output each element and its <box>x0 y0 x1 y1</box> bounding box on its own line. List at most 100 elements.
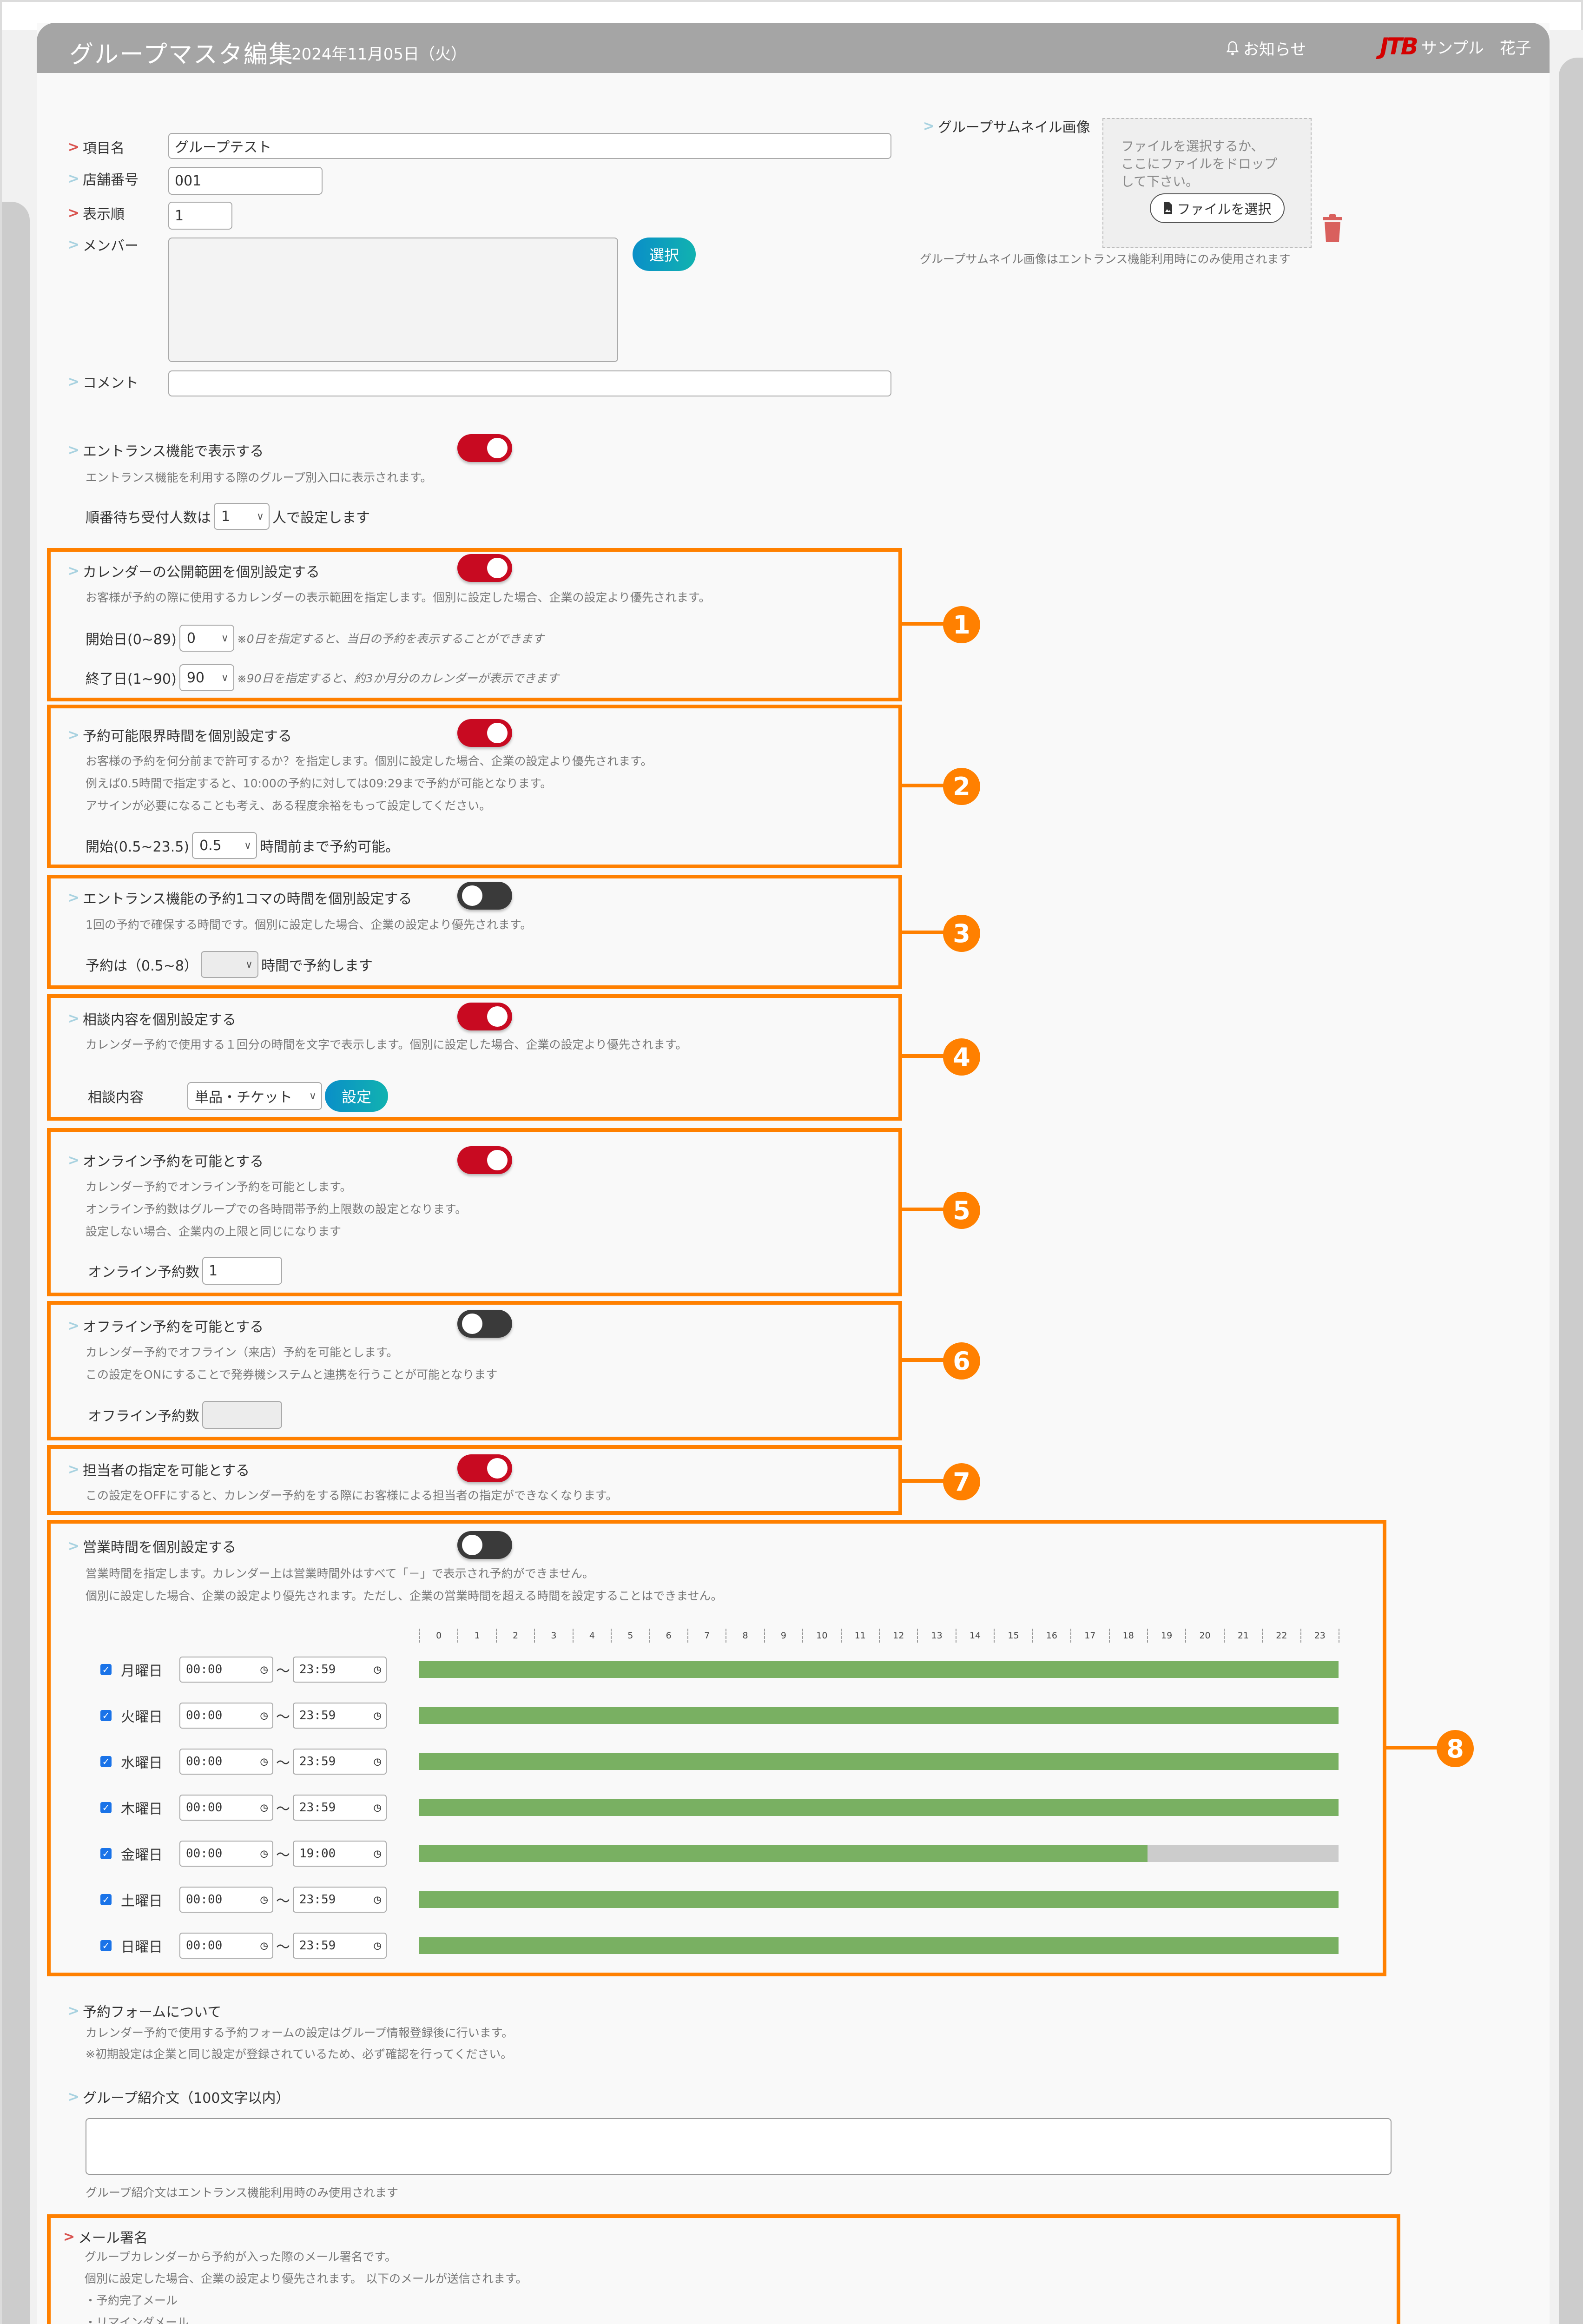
staff-designation-toggle[interactable] <box>457 1454 512 1482</box>
hour-tick: 15 <box>994 1629 1032 1643</box>
end-time-input[interactable]: 23:59◷ <box>293 1795 387 1821</box>
order-input[interactable]: 1 <box>168 202 232 230</box>
offline-booking-desc-2: この設定をONにすることで発券機システムと連携を行うことが可能となります <box>86 1368 498 1381</box>
calendar-range-toggle[interactable] <box>457 554 512 582</box>
entrance-toggle[interactable] <box>457 434 512 462</box>
intro-textarea[interactable] <box>86 2118 1392 2175</box>
intro-note: グループ紹介文はエントランス機能利用時のみ使用されます <box>86 2186 399 2199</box>
entrance-slot-toggle[interactable] <box>457 882 512 910</box>
start-time-input[interactable]: 00:00◷ <box>179 1795 273 1821</box>
day-checkbox[interactable]: ✓ <box>100 1710 112 1721</box>
day-checkbox[interactable]: ✓ <box>100 1894 112 1905</box>
start-time-input[interactable]: 00:00◷ <box>179 1887 273 1913</box>
end-time-input[interactable]: 23:59◷ <box>293 1657 387 1683</box>
comment-input[interactable] <box>168 370 891 396</box>
start-time-input[interactable]: 00:00◷ <box>179 1657 273 1683</box>
thumbnail-label: > グループサムネイル画像 <box>923 118 1090 136</box>
end-time-input[interactable]: 23:59◷ <box>293 1703 387 1729</box>
clock-icon: ◷ <box>374 1939 381 1953</box>
consultation-set-button[interactable]: 設定 <box>325 1080 388 1112</box>
business-hours-desc-1: 営業時間を指定します。カレンダー上は営業時間外はすべて「－」で表示され予約ができ… <box>86 1567 594 1580</box>
chevron-right-icon: > <box>68 889 80 906</box>
day-label: 土曜日 <box>121 1893 163 1909</box>
start-time-input[interactable]: 00:00◷ <box>179 1749 273 1775</box>
end-time-input[interactable]: 23:59◷ <box>293 1749 387 1775</box>
calendar-range-title: > カレンダーの公開範囲を個別設定する <box>68 562 320 581</box>
online-booking-count-input[interactable]: 1 <box>202 1257 282 1285</box>
start-time-input[interactable]: 00:00◷ <box>179 1933 273 1959</box>
online-booking-desc-2: オンライン予約数はグループでの各時間帯予約上限数の設定となります。 <box>86 1202 467 1216</box>
day-checkbox[interactable]: ✓ <box>100 1848 112 1859</box>
signature-mail-2: ・リマインダメール <box>85 2316 189 2324</box>
offline-booking-toggle[interactable] <box>457 1310 512 1338</box>
thumbnail-dropzone[interactable]: ファイルを選択するか、 ここにファイルをドロップ して下さい。 ファイルを選択 <box>1102 118 1312 248</box>
entrance-slot-select[interactable]: ∨ <box>200 951 258 978</box>
notice-link[interactable]: お知らせ <box>1227 37 1306 59</box>
member-select-button[interactable]: 選択 <box>633 238 696 271</box>
intro-title: > グループ紹介文（100文字以内） <box>68 2088 290 2107</box>
hours-bar <box>419 1937 1339 1954</box>
chevron-right-icon: > <box>68 373 80 390</box>
chevron-down-icon: ∨ <box>221 672 229 684</box>
entrance-title: > エントランス機能で表示する <box>68 442 264 460</box>
clock-icon: ◷ <box>260 1755 268 1769</box>
booking-limit-toggle[interactable] <box>457 719 512 747</box>
offline-booking-count-input[interactable] <box>202 1401 282 1429</box>
end-time-input[interactable]: 23:59◷ <box>293 1887 387 1913</box>
consultation-toggle[interactable] <box>457 1003 512 1030</box>
end-time-input[interactable]: 19:00◷ <box>293 1841 387 1867</box>
booking-limit-desc-3: アサインが必要になることも考え、ある程度余裕をもって設定してください。 <box>86 799 491 812</box>
callout-badge-4: 4 <box>943 1038 980 1076</box>
offline-booking-row: オフライン予約数 <box>88 1401 282 1429</box>
day-checkbox[interactable]: ✓ <box>100 1756 112 1767</box>
item-name-input[interactable]: グループテスト <box>168 133 891 159</box>
queue-count-select[interactable]: 1∨ <box>214 503 270 530</box>
entrance-slot-row: 予約は（0.5~8） ∨ 時間で予約します <box>86 951 373 978</box>
end-time-input[interactable]: 23:59◷ <box>293 1933 387 1959</box>
online-booking-toggle[interactable] <box>457 1146 512 1174</box>
background-shape <box>1559 58 1583 2324</box>
hours-bar <box>419 1707 1339 1724</box>
hour-tick: 12 <box>879 1629 917 1643</box>
member-list[interactable] <box>168 238 618 362</box>
chevron-right-icon: > <box>63 2228 75 2245</box>
tilde: ～ <box>276 1893 290 1909</box>
start-day-select[interactable]: 0∨ <box>179 625 234 652</box>
entrance-slot-title: > エントランス機能の予約1コマの時間を個別設定する <box>68 889 412 908</box>
business-hours-toggle[interactable] <box>457 1531 512 1559</box>
file-select-button[interactable]: ファイルを選択 <box>1150 193 1285 223</box>
day-label: 火曜日 <box>121 1709 163 1725</box>
trash-icon[interactable] <box>1321 213 1344 243</box>
callout-connector <box>1386 1746 1438 1750</box>
hour-tick: 13 <box>917 1629 955 1643</box>
hours-bar <box>419 1661 1339 1678</box>
tilde: ～ <box>276 1663 290 1679</box>
clock-icon: ◷ <box>260 1939 268 1953</box>
callout-connector <box>902 1358 944 1362</box>
booking-limit-select[interactable]: 0.5∨ <box>192 832 257 859</box>
hour-tick: 5 <box>611 1629 649 1643</box>
clock-icon: ◷ <box>260 1663 268 1677</box>
chevron-right-icon: > <box>68 139 80 155</box>
store-no-input[interactable]: 001 <box>168 167 323 195</box>
dropzone-message: ファイルを選択するか、 ここにファイルをドロップ して下さい。 <box>1121 139 1278 189</box>
bell-icon <box>1227 41 1239 55</box>
start-time-input[interactable]: 00:00◷ <box>179 1703 273 1729</box>
hour-tick: 17 <box>1070 1629 1108 1643</box>
hour-tick: 6 <box>649 1629 687 1643</box>
jtb-logo-icon: JTB <box>1380 33 1418 60</box>
day-label: 水曜日 <box>121 1755 163 1771</box>
day-checkbox[interactable]: ✓ <box>100 1802 112 1813</box>
callout-connector <box>902 622 944 626</box>
user-menu[interactable]: JTB サンプル 花子 <box>1380 33 1531 60</box>
callout-box-4 <box>47 994 902 1121</box>
end-day-select[interactable]: 90∨ <box>179 664 234 691</box>
start-time-input[interactable]: 00:00◷ <box>179 1841 273 1867</box>
callout-connector <box>902 784 944 787</box>
day-checkbox[interactable]: ✓ <box>100 1940 112 1951</box>
day-checkbox[interactable]: ✓ <box>100 1664 112 1675</box>
consultation-select[interactable]: 単品・チケット∨ <box>187 1082 322 1110</box>
chevron-right-icon: > <box>68 2002 80 2019</box>
callout-box-2 <box>47 705 902 868</box>
